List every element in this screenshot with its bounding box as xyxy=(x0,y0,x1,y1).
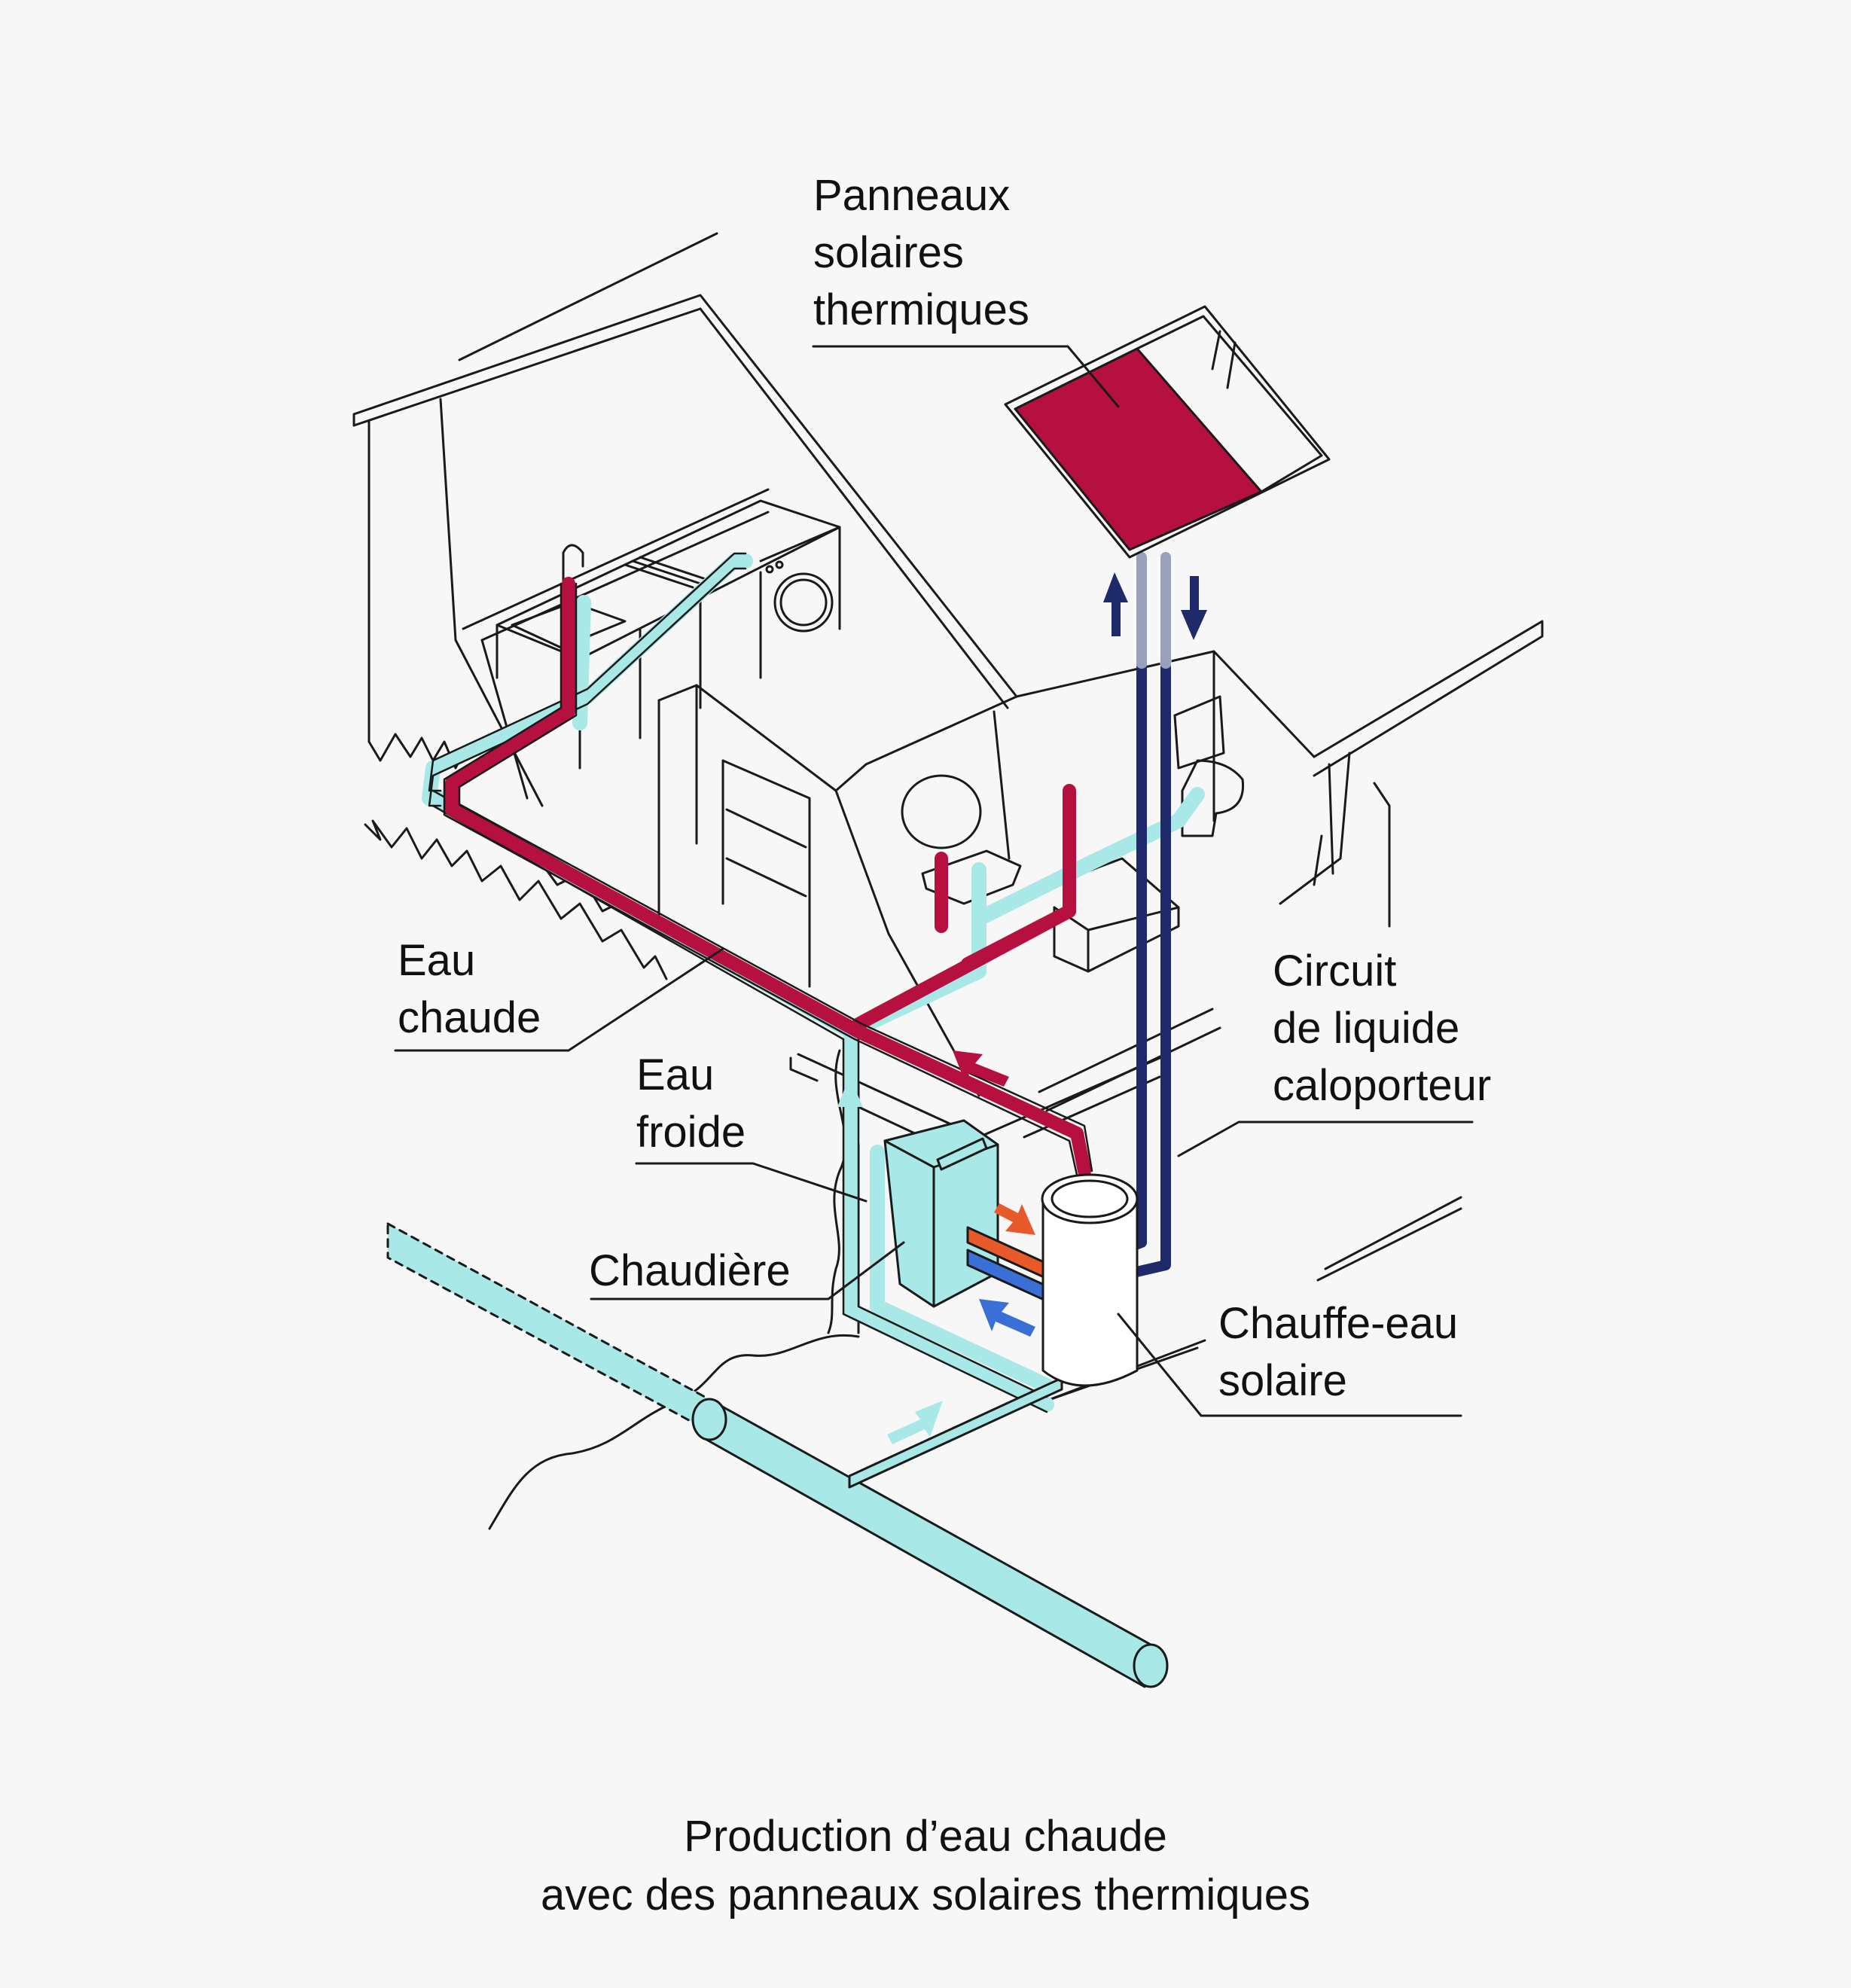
label-hot-water: Eau chaude xyxy=(398,932,541,1047)
label-line: Eau xyxy=(398,936,476,985)
label-boiler: Chaudière xyxy=(589,1242,791,1300)
label-line: froide xyxy=(636,1108,746,1157)
label-solar-panels: Panneaux solaires thermiques xyxy=(813,167,1029,339)
main-water-pipe xyxy=(386,1222,1169,1688)
label-line: Chauffe-eau xyxy=(1218,1299,1459,1348)
label-line: solaires xyxy=(813,228,964,277)
arrow-circuit-down xyxy=(1181,576,1207,640)
arrow-main-flow xyxy=(887,1401,943,1444)
arrow-hot-flow xyxy=(953,1050,1009,1087)
leader-lines xyxy=(394,345,1474,1417)
label-line: Circuit xyxy=(1273,947,1397,996)
exchange-pipes xyxy=(966,1226,1052,1304)
arrow-exchange-hot xyxy=(994,1203,1035,1235)
figure-caption: Production d’eau chaude avec des panneau… xyxy=(0,1807,1851,1925)
arrow-cold-up xyxy=(837,1077,863,1137)
label-cold-water: Eau froide xyxy=(636,1047,746,1161)
flow-arrows xyxy=(837,572,1207,1444)
label-line: de liquide xyxy=(1273,1004,1460,1053)
label-line: caloporteur xyxy=(1273,1061,1492,1110)
label-line: chaude xyxy=(398,993,541,1042)
label-line: thermiques xyxy=(813,285,1029,334)
label-line: Chaudière xyxy=(589,1246,791,1295)
arrow-exchange-cold xyxy=(979,1299,1035,1337)
label-line: solaire xyxy=(1218,1356,1347,1405)
caption-line-1: Production d’eau chaude xyxy=(684,1812,1167,1861)
hot-water-pipe xyxy=(445,577,1091,1178)
heat-transfer-circuit-fade xyxy=(1136,551,1172,669)
label-solar-water-heater: Chauffe-eau solaire xyxy=(1218,1295,1458,1410)
label-heat-transfer-circuit: Circuit de liquide caloporteur xyxy=(1273,943,1491,1114)
label-line: Panneaux xyxy=(813,171,1011,220)
label-line: Eau xyxy=(636,1050,715,1099)
solar-panel xyxy=(1004,305,1331,559)
arrow-circuit-up xyxy=(1103,572,1128,636)
boiler xyxy=(883,1119,999,1308)
solar-water-heater xyxy=(1041,1173,1139,1387)
caption-line-2: avec des panneaux solaires thermiques xyxy=(540,1871,1311,1919)
